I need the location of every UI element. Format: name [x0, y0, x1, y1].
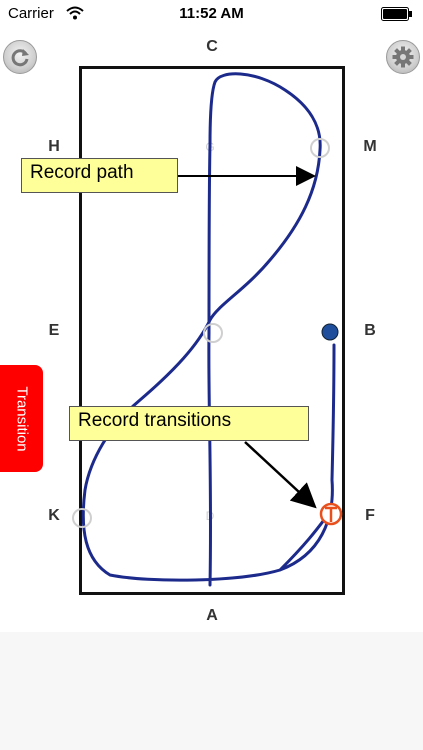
refresh-button[interactable]	[3, 40, 37, 74]
arena-letter-h: H	[48, 138, 60, 155]
arena-letter-m: M	[363, 138, 377, 155]
status-bar: Carrier 11:52 AM	[0, 0, 423, 28]
transition-button[interactable]: Transition	[0, 365, 43, 472]
gear-icon	[392, 46, 414, 68]
arena-letter-c: C	[206, 38, 218, 55]
transition-button-label: Transition	[13, 385, 30, 452]
record-transitions-callout: Record transitions	[69, 406, 309, 441]
arena-canvas[interactable]	[79, 66, 345, 595]
settings-button[interactable]	[386, 40, 420, 74]
bottom-panel	[0, 632, 423, 750]
record-path-callout: Record path	[21, 158, 178, 193]
wifi-icon	[66, 6, 84, 20]
arena-letter-k: K	[48, 507, 60, 524]
carrier-label: Carrier	[8, 5, 54, 22]
refresh-icon	[11, 49, 29, 67]
arena-letter-a: A	[206, 607, 218, 624]
status-time: 11:52 AM	[179, 5, 244, 22]
arena-letter-f: F	[365, 507, 375, 524]
arena-letter-b: B	[364, 322, 376, 339]
battery-icon	[381, 7, 412, 21]
arena-letter-e: E	[48, 322, 60, 339]
